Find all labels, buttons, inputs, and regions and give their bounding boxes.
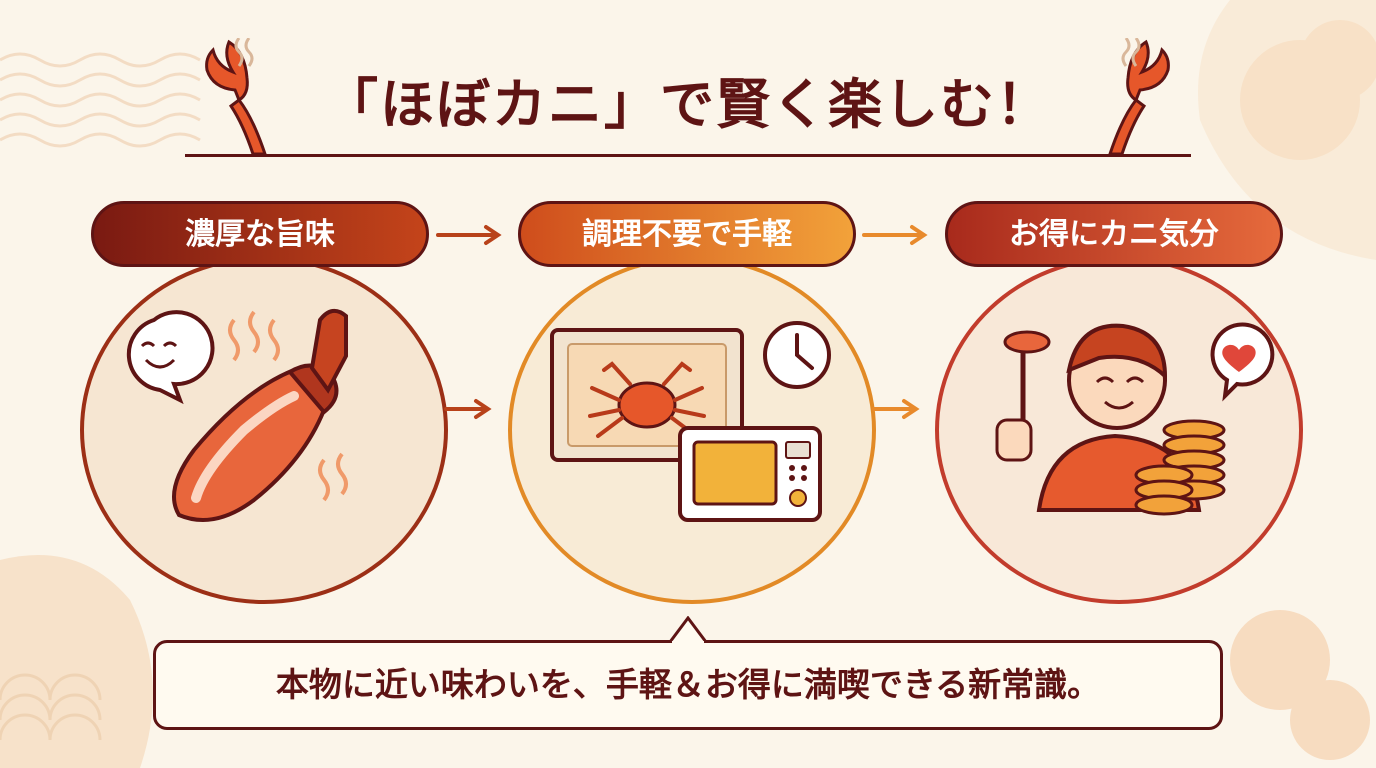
crab-claw-left-icon xyxy=(205,38,268,156)
banner-pointer xyxy=(668,616,708,644)
step-1-circle xyxy=(80,256,448,604)
step-3-label: お得にカニ気分 xyxy=(945,201,1283,267)
crab-leg-icon xyxy=(126,308,348,522)
summary-text: 本物に近い味わいを、手軽＆お得に満喫できる新常識。 xyxy=(275,665,1101,704)
microwave-icon xyxy=(550,321,831,522)
arrow-right-icon xyxy=(872,399,920,419)
arrow-right-icon xyxy=(862,225,928,245)
step-2-circle xyxy=(508,256,876,604)
step-2-label: 調理不要で手軽 xyxy=(518,201,856,267)
crab-claw-right-icon xyxy=(1107,38,1170,156)
step-3-circle xyxy=(935,256,1303,604)
summary-banner: 本物に近い味わいを、手軽＆お得に満喫できる新常識。 xyxy=(153,640,1223,730)
step-1-label: 濃厚な旨味 xyxy=(91,201,429,267)
page-title: 「ほぼカニ」で賢く楽しむ！ xyxy=(324,73,1052,136)
happy-person-icon xyxy=(995,322,1275,516)
title-underline xyxy=(185,154,1191,157)
arrow-right-icon xyxy=(444,399,492,419)
arrow-right-icon xyxy=(436,225,502,245)
